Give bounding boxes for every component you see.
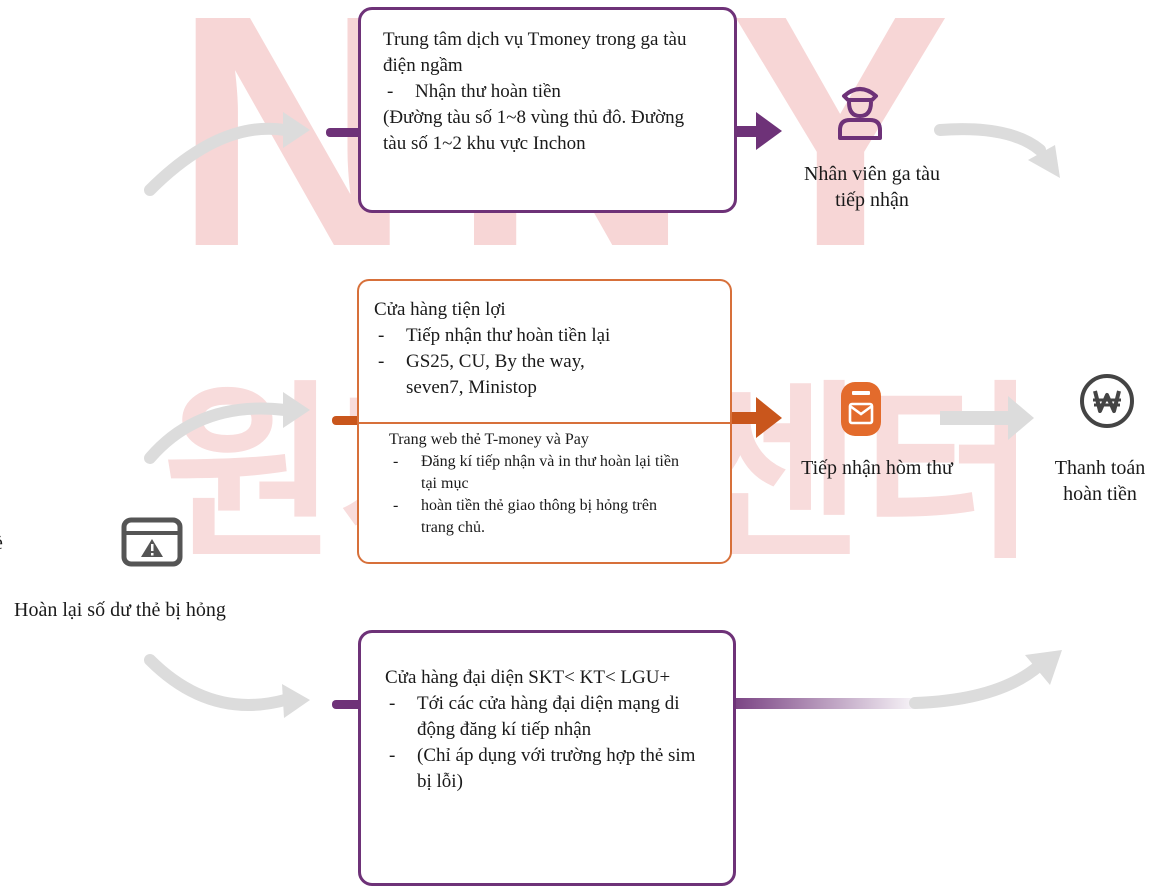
telecom-box-item-text: Tới các cửa hàng đại diện mạng di động đ… [417, 693, 680, 740]
subway-box-note: (Đường tàu số 1~8 vùng thủ đô. Đường tàu… [383, 107, 685, 154]
telecom-box-item-text: (Chỉ áp dụng với trường hợp thẻ sim bị l… [417, 745, 696, 792]
web-box-item-text: hoàn tiền thẻ giao thông bị hỏng trên tr… [421, 497, 657, 536]
bullet-dash: - [389, 693, 396, 714]
bullet-dash: - [393, 497, 399, 514]
store-box-item-1: - Tiếp nhận thư hoàn tiền lại [374, 323, 712, 349]
payment-label: Thanh toán hoàn tiền [1054, 457, 1146, 505]
arrow-start-to-store [144, 402, 291, 464]
station-staff-label: Nhân viên ga tàu tiếp nhận [803, 163, 941, 211]
start-label: Hoàn lại số dư thẻ bị hỏng [14, 599, 226, 621]
bullet-dash: - [378, 325, 385, 346]
bullet-dash: - [393, 453, 399, 470]
store-box-item-2: - GS25, CU, By the way, seven7, Ministop [374, 349, 712, 401]
web-box-item-text: Đăng kí tiếp nhận và in thư hoàn lại tiề… [421, 453, 679, 492]
store-box-item-text: GS25, CU, By the way, seven7, Ministop [406, 351, 585, 398]
arrow-mailbox-to-payment [940, 411, 1010, 425]
arrow-store-in [332, 416, 362, 425]
telecom-store-box: Cửa hàng đại diện SKT< KT< LGU+ - Tới cá… [358, 630, 736, 886]
arrow-start-to-subway [144, 122, 291, 196]
card-warning-icon [121, 517, 183, 567]
arrow-telecom-out [716, 698, 916, 709]
station-staff-icon [838, 87, 882, 140]
arrow-subway-out [724, 126, 756, 137]
won-coin-icon [1080, 374, 1134, 428]
mailbox-label: Tiếp nhận hòm thư [801, 457, 953, 479]
arrow-telecom-to-payment [909, 659, 1046, 709]
left-edge-fragment: ẻ [0, 530, 14, 556]
tmoney-web-box: Trang web thẻ T-money và Pay - Đăng kí t… [357, 422, 732, 564]
bullet-dash: - [378, 351, 385, 372]
store-box-title: Cửa hàng tiện lợi [374, 299, 506, 320]
arrow-store-out [728, 412, 758, 424]
subway-box-item-text: Nhận thư hoàn tiền [415, 81, 561, 102]
convenience-store-box: Cửa hàng tiện lợi - Tiếp nhận thư hoàn t… [357, 279, 732, 424]
store-box-item-text: Tiếp nhận thư hoàn tiền lại [406, 325, 611, 346]
arrow-staff-to-payment [934, 123, 1046, 156]
bullet-dash: - [389, 745, 396, 766]
arrow-telecom-in [332, 700, 362, 709]
subway-box-item: - Nhận thư hoàn tiền [383, 79, 714, 105]
arrow-subway-in [326, 128, 362, 137]
subway-service-box: Trung tâm dịch vụ Tmoney trong ga tàu đi… [358, 7, 737, 213]
subway-box-title: Trung tâm dịch vụ Tmoney trong ga tàu đi… [383, 29, 687, 76]
mailbox-icon [841, 382, 881, 436]
bullet-dash: - [387, 81, 394, 102]
web-box-item-2: - hoàn tiền thẻ giao thông bị hỏng trên … [389, 495, 712, 539]
telecom-box-item-2: - (Chỉ áp dụng với trường hợp thẻ sim bị… [385, 743, 713, 795]
arrow-start-to-telecom [144, 654, 291, 711]
web-box-item-1: - Đăng kí tiếp nhận và in thư hoàn lại t… [389, 451, 712, 495]
telecom-box-title: Cửa hàng đại diện SKT< KT< LGU+ [385, 667, 671, 688]
web-box-title: Trang web thẻ T-money và Pay [389, 431, 589, 448]
telecom-box-item-1: - Tới các cửa hàng đại diện mạng di động… [385, 691, 713, 743]
